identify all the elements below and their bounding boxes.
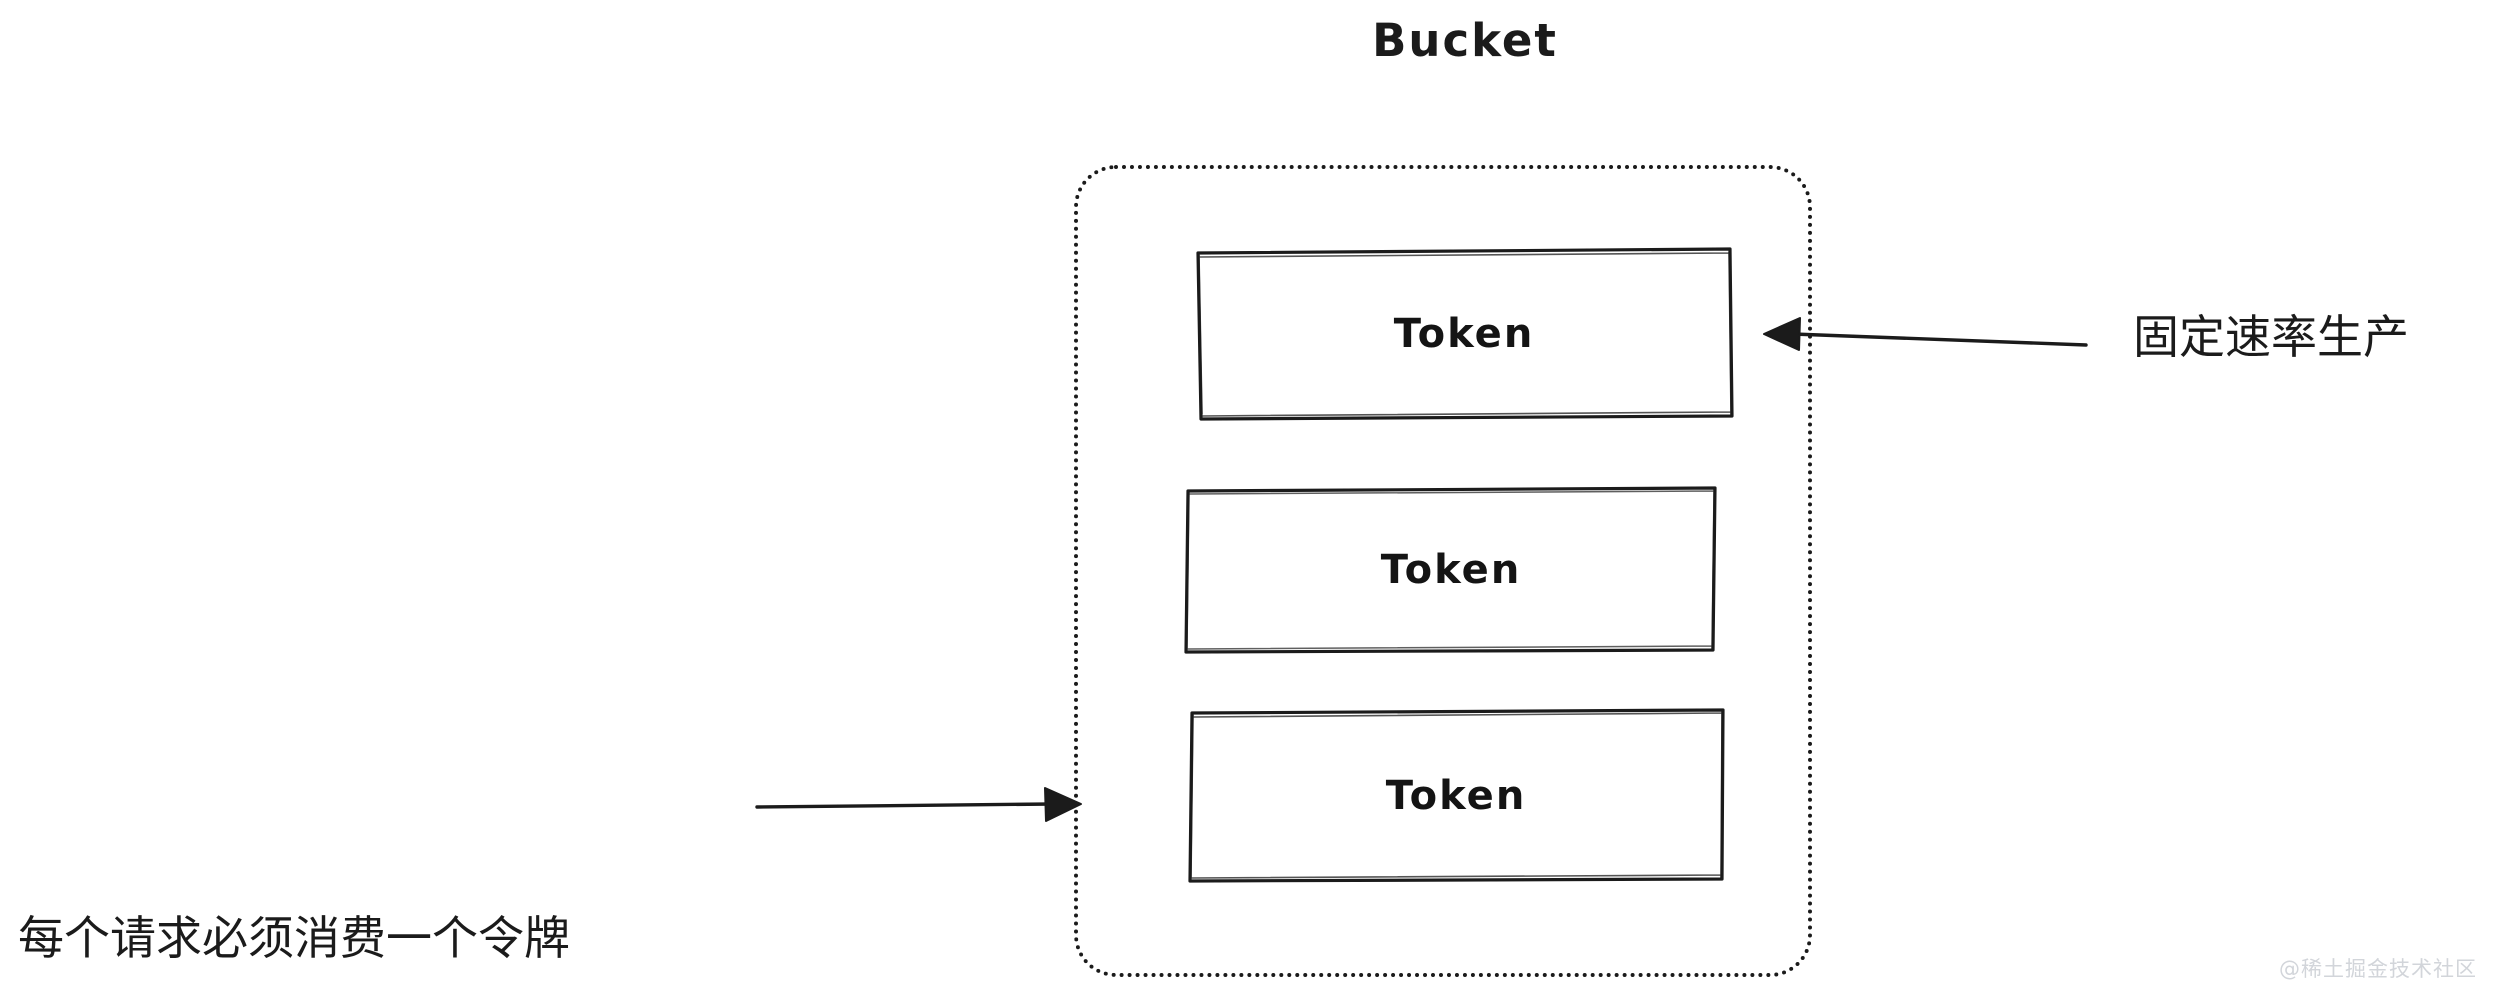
- token-box-outline-icon: [1196, 247, 1734, 421]
- consume-annotation-label: 每个请求必须消费一个令牌 才能放行，如果桶里没有令牌， 直接限流: [18, 758, 662, 997]
- produce-annotation-label: 固定速率生产: [2133, 310, 2409, 364]
- token-box: Token: [1183, 485, 1719, 655]
- consume-annotation-line: 每个请求必须消费一个令牌: [18, 911, 570, 965]
- consume-arrow-icon: [755, 787, 1082, 822]
- token-label: Token: [1385, 773, 1527, 819]
- produce-arrow-icon: [1763, 317, 2088, 351]
- token-box-outline-icon: [1188, 708, 1725, 883]
- bucket-container: [1074, 165, 1812, 977]
- token-box: Token: [1194, 246, 1734, 422]
- token-label: Token: [1380, 547, 1522, 593]
- watermark: @稀土掘金技术社区: [2279, 957, 2477, 981]
- token-box: Token: [1186, 708, 1726, 884]
- page-title: Bucket: [1372, 14, 1558, 67]
- token-label: Token: [1393, 311, 1535, 357]
- token-box-outline-icon: [1184, 486, 1717, 654]
